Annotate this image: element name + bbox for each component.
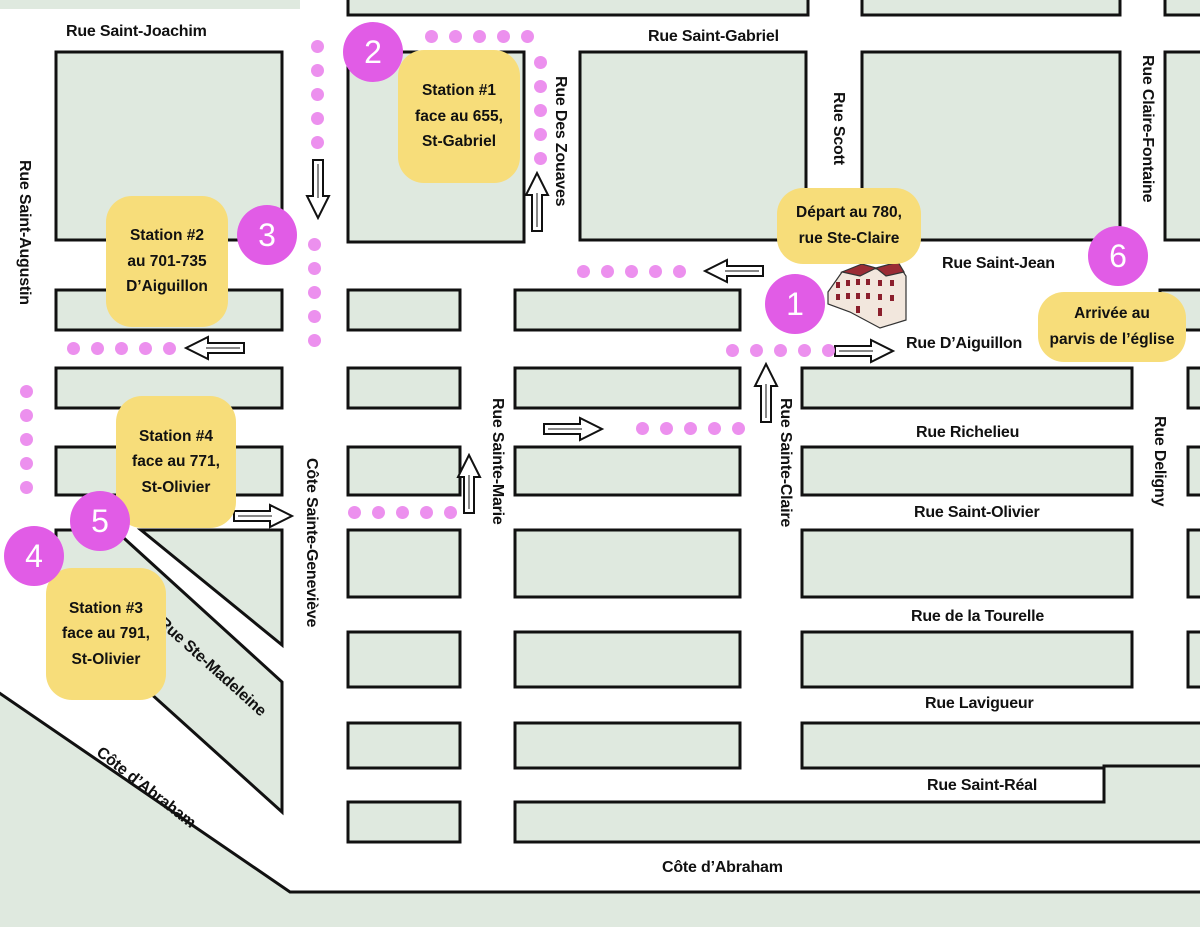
stop-badge-1: 1: [765, 274, 825, 334]
building-sketch-icon: [827, 261, 907, 329]
route-dots: [67, 342, 176, 355]
stop-note-line: rue Ste-Claire: [798, 230, 900, 247]
block: [513, 288, 742, 332]
block: [1186, 445, 1200, 497]
street-label: Rue Saint-Jean: [942, 255, 1055, 272]
stop-note-line: Station #1: [421, 82, 497, 100]
street-label: Rue Saint-Réal: [927, 777, 1038, 794]
block: [513, 528, 742, 599]
block: [800, 366, 1134, 410]
street-label: Rue Sainte-Marie: [489, 398, 506, 525]
block: [346, 288, 462, 332]
stop-badge-5: 5: [70, 491, 130, 551]
route-arrow-left-icon: [702, 258, 764, 284]
stop-note-6: Arrivée au parvis de l’église: [1038, 292, 1186, 362]
street-label: Côte Sainte-Geneviève: [303, 458, 320, 628]
stop-note-3: Station #2 au 701-735 D’Aiguillon: [106, 196, 228, 327]
street-label: Rue D’Aiguillon: [906, 335, 1023, 352]
stop-note-1: Départ au 780, rue Ste-Claire: [777, 188, 921, 264]
route-dots: [726, 344, 835, 357]
route-dots: [577, 265, 686, 278]
stop-note-line: Station #2: [129, 227, 205, 245]
street-label: Rue Saint-Olivier: [914, 504, 1040, 521]
stop-note-2: Station #1 face au 655, St-Gabriel: [398, 50, 520, 183]
block: [0, 0, 300, 9]
block: [513, 721, 742, 770]
block: [0, 691, 1200, 927]
stop-note-line: St-Gabriel: [421, 133, 497, 151]
street-label: Rue Saint-Gabriel: [648, 28, 779, 45]
stop-note-line: au 701-735: [127, 252, 207, 270]
stop-note-line: St-Olivier: [141, 478, 211, 496]
block: [800, 445, 1134, 497]
block: [136, 528, 284, 649]
street-label: Rue Richelieu: [916, 424, 1020, 441]
block: [1186, 528, 1200, 599]
route-arrow-down-icon: [305, 159, 331, 220]
street-label: Rue Sainte-Claire: [777, 398, 794, 528]
route-arrow-right-icon: [834, 338, 896, 364]
block: [346, 0, 810, 17]
stop-note-line: Arrivée au: [1074, 305, 1150, 323]
block: [346, 721, 462, 770]
route-dots: [308, 238, 321, 347]
route-arrow-up-icon: [456, 453, 482, 514]
stop-note-line: face au 791,: [62, 625, 150, 643]
street-label: Rue Saint-Joachim: [66, 23, 207, 40]
route-dots: [20, 385, 33, 494]
route-dots: [636, 422, 745, 435]
route-dots: [425, 30, 534, 43]
stop-note-line: Départ au 780,: [796, 204, 902, 222]
block: [578, 50, 808, 242]
street-label: Rue Lavigueur: [925, 695, 1034, 712]
stop-badge-6: 6: [1088, 226, 1148, 286]
block: [513, 366, 742, 410]
block: [800, 528, 1134, 599]
block: [1163, 50, 1200, 242]
block: [346, 366, 462, 410]
stop-badge-2: 2: [343, 22, 403, 82]
block: [346, 528, 462, 599]
stop-badge-3: 3: [237, 205, 297, 265]
route-arrow-left-icon: [183, 335, 245, 361]
block: [513, 445, 742, 497]
block: [513, 630, 742, 689]
stop-note-line: face au 655,: [415, 107, 503, 125]
street-label: Rue Scott: [830, 92, 847, 165]
street-label: Rue Deligny: [1151, 416, 1168, 507]
stop-note-5: Station #4 face au 771, St-Olivier: [116, 396, 236, 528]
stop-note-line: Station #3: [68, 599, 144, 617]
block: [346, 445, 462, 497]
block: [513, 764, 1200, 844]
street-label: Rue Claire-Fontaine: [1139, 55, 1156, 203]
stop-note-line: Station #4: [138, 427, 214, 445]
route-arrow-right-icon: [543, 416, 605, 442]
street-label: Rue Saint-Augustin: [16, 160, 33, 305]
block: [1186, 366, 1200, 410]
block: [1163, 0, 1200, 17]
stop-note-line: St-Olivier: [71, 650, 141, 668]
route-arrow-right-icon: [233, 503, 295, 529]
route-dots: [311, 40, 324, 149]
block: [1186, 630, 1200, 689]
block: [800, 721, 1200, 770]
route-dots: [348, 506, 457, 519]
street-label: Rue Des Zouaves: [552, 76, 569, 207]
stop-badge-4: 4: [4, 526, 64, 586]
stop-note-line: D’Aiguillon: [126, 278, 208, 296]
stop-note-line: face au 771,: [132, 453, 220, 471]
block: [346, 630, 462, 689]
stop-note-line: parvis de l’église: [1049, 331, 1175, 348]
street-label: Côte d’Abraham: [662, 859, 783, 876]
route-dots: [534, 56, 547, 165]
route-arrow-up-icon: [524, 171, 550, 232]
block: [346, 800, 462, 844]
street-label: Rue de la Tourelle: [911, 608, 1045, 625]
route-arrow-up-icon: [753, 361, 779, 423]
block: [860, 0, 1122, 17]
block: [800, 630, 1134, 689]
stop-note-4: Station #3 face au 791, St-Olivier: [46, 568, 166, 700]
